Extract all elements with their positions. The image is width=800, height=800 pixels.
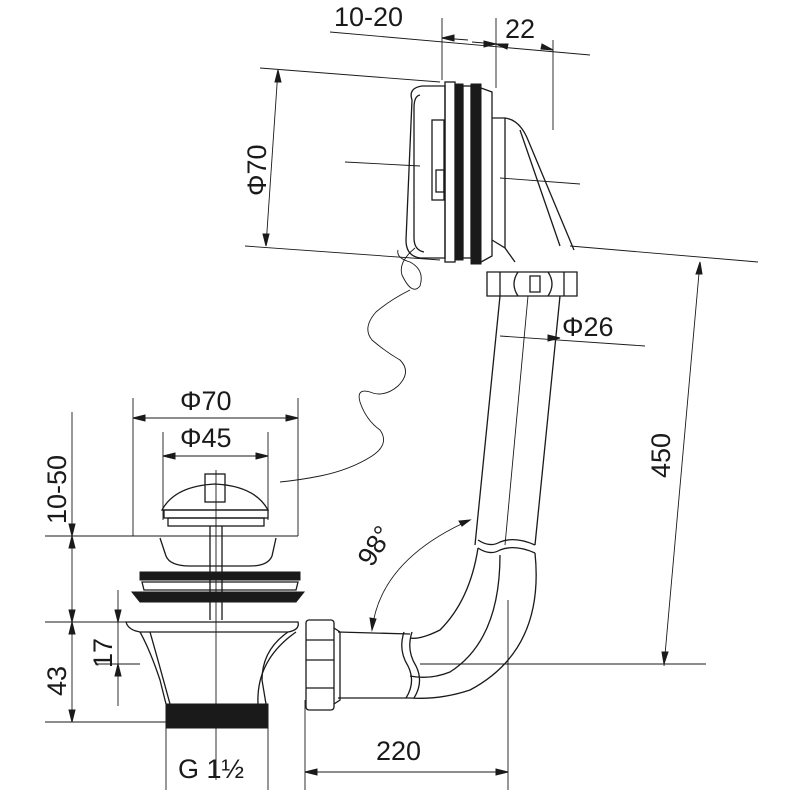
horizontal-pipe [337, 631, 421, 699]
dim-pipe-diameter: Φ26 [562, 312, 614, 342]
dim-overflow-height: 450 [646, 433, 676, 478]
waste-plug [125, 473, 306, 729]
overflow-nut [486, 271, 578, 297]
dim-outlet-height: 43 [42, 666, 72, 696]
dim-waste-outer-diameter: Φ70 [180, 386, 232, 416]
dim-top-overflow-depth: 22 [505, 14, 535, 44]
pipe-elbow [409, 547, 537, 699]
dim-waste-inner-diameter: Φ45 [180, 423, 232, 453]
overflow-head [405, 81, 575, 265]
dimension-arrows [68, 34, 703, 776]
dim-bend-angle: 98° [352, 521, 399, 572]
dim-thread-size: G 1½ [178, 754, 244, 784]
vertical-pipe [474, 295, 561, 554]
union-nut [305, 619, 341, 711]
dim-overflow-diameter: Φ70 [242, 144, 272, 196]
dimension-lines [45, 18, 759, 790]
dim-outlet-offset: 17 [88, 638, 118, 668]
pull-chain [279, 247, 422, 483]
dim-horizontal-length: 220 [376, 736, 421, 766]
dim-top-overflow-range: 10-20 [334, 2, 403, 32]
dim-waste-range: 10-50 [42, 455, 72, 524]
